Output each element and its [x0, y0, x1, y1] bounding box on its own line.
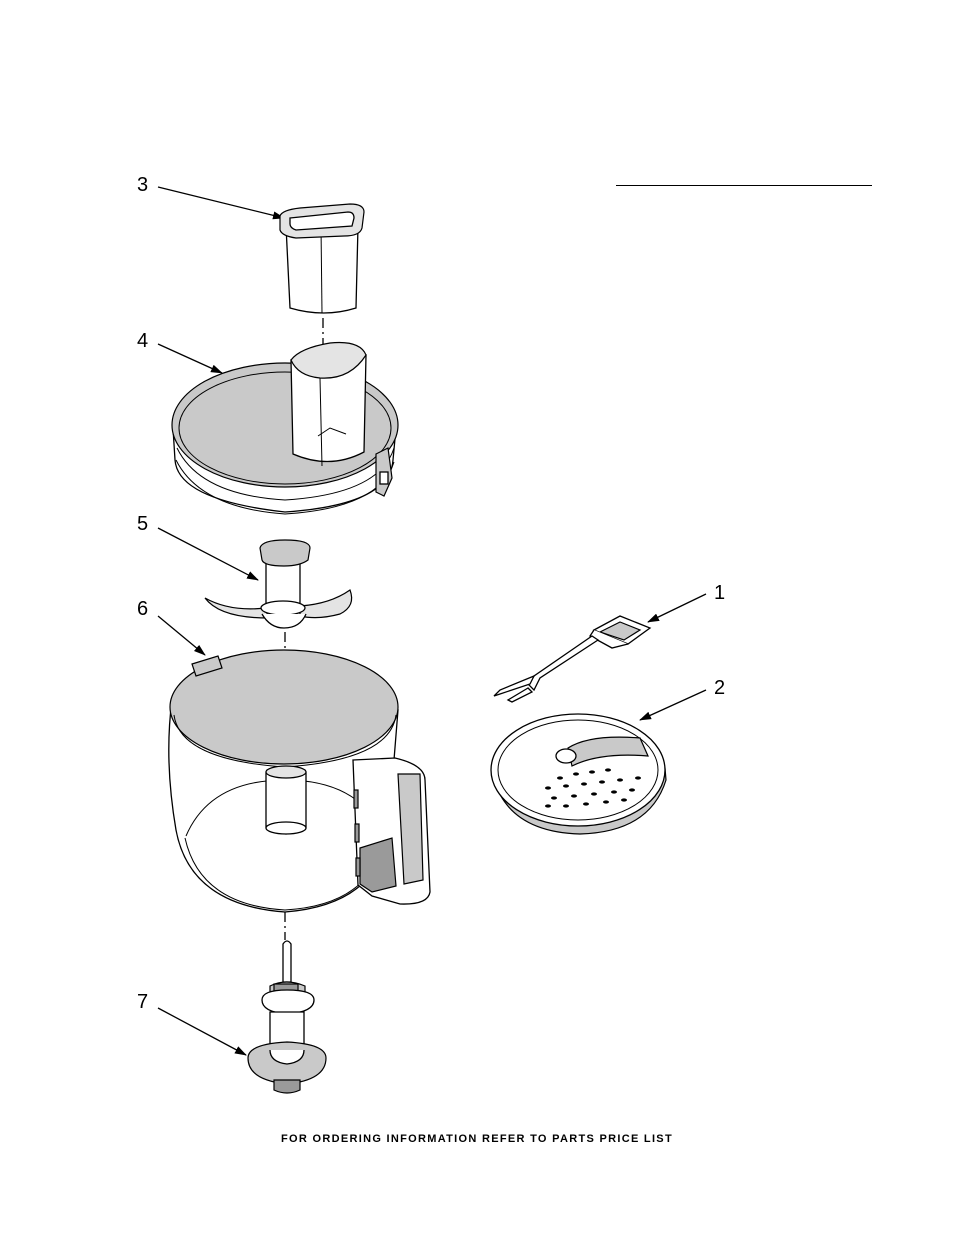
leader-arrow-3 [158, 187, 284, 218]
leader-arrow-5 [158, 528, 258, 580]
ordering-info-note: FOR ORDERING INFORMATION REFER TO PARTS … [0, 1133, 954, 1145]
leader-arrow-2 [640, 690, 706, 720]
leader-arrow-7 [158, 1008, 246, 1055]
callout-3: 3 [137, 174, 148, 196]
shredding-disc-icon [491, 714, 666, 834]
callout-5: 5 [137, 513, 148, 535]
callout-2: 2 [714, 677, 725, 699]
callout-6: 6 [137, 598, 148, 620]
callout-7: 7 [137, 991, 148, 1013]
leader-arrow-4 [158, 344, 222, 373]
callout-4: 4 [137, 330, 148, 352]
small-food-pusher-icon [280, 204, 364, 345]
work-bowl-cover-icon [172, 343, 398, 515]
leader-arrow-6 [158, 616, 205, 655]
callout-1: 1 [714, 582, 725, 604]
disc-adapter-stem-icon [248, 941, 326, 1093]
spatula-tool-icon [494, 616, 650, 702]
leader-arrow-1 [648, 594, 706, 622]
work-bowl-icon [169, 650, 430, 940]
